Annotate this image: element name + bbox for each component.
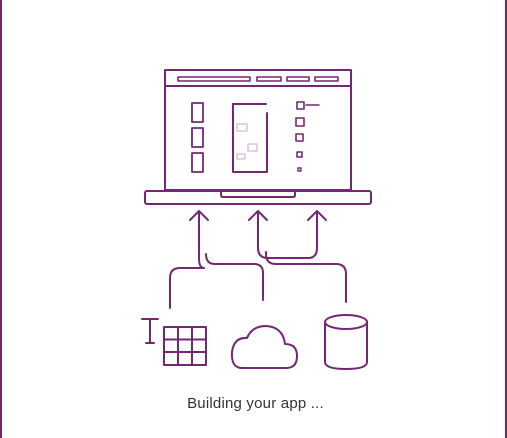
data-flow-arrows [169, 210, 347, 309]
database-icon [324, 314, 368, 370]
cloud-icon [230, 325, 298, 369]
loading-status-text: Building your app ... [187, 395, 324, 412]
table-data-icon [141, 318, 207, 366]
laptop-icon [144, 69, 372, 205]
